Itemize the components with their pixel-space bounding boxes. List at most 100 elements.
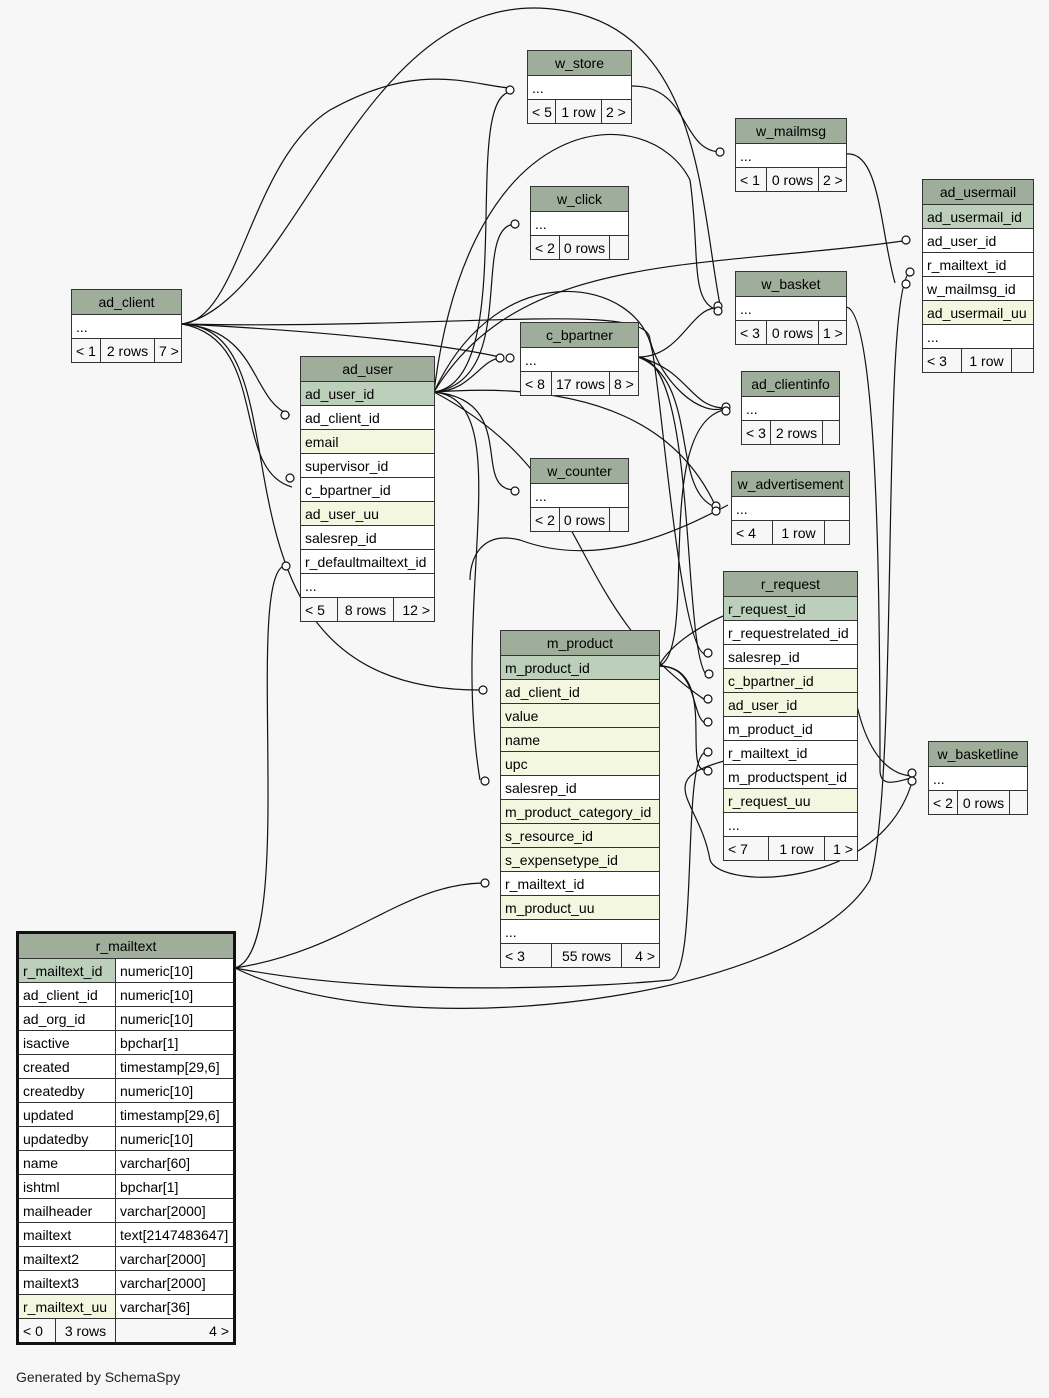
row-count: 2 rows	[100, 339, 154, 362]
table-w-click[interactable]: w_click ... < 2 0 rows	[530, 186, 629, 260]
table-header[interactable]: r_request	[724, 572, 857, 596]
children-link[interactable]: 8 >	[609, 372, 638, 395]
table-w-advertisement[interactable]: w_advertisement ... < 4 1 row	[731, 471, 850, 545]
table-footer: < 3 55 rows 4 >	[501, 943, 659, 967]
column-type: numeric[10]	[115, 959, 233, 982]
children-link[interactable]: 7 >	[154, 339, 181, 362]
column-name: ishtml	[19, 1175, 115, 1198]
table-footer: < 2 0 rows	[531, 235, 628, 259]
table-w-basketline[interactable]: w_basketline ... < 2 0 rows	[928, 741, 1028, 815]
table-w-store[interactable]: w_store ... < 5 1 row 2 >	[527, 50, 632, 124]
row-count: 1 row	[555, 100, 601, 123]
parents-link[interactable]: < 3	[742, 421, 770, 444]
children-link[interactable]	[1009, 791, 1027, 814]
table-c-bpartner[interactable]: c_bpartner ... < 8 17 rows 8 >	[520, 322, 639, 396]
table-w-basket[interactable]: w_basket ... < 3 0 rows 1 >	[735, 271, 847, 345]
column-row: ...	[76, 318, 88, 335]
parents-link[interactable]: < 1	[72, 339, 100, 362]
parents-link[interactable]: < 8	[521, 372, 551, 395]
children-link[interactable]	[1011, 349, 1033, 372]
table-r-request[interactable]: r_request r_request_id r_requestrelated_…	[723, 571, 858, 861]
table-footer: < 2 0 rows	[929, 790, 1027, 814]
table-w-mailmsg[interactable]: w_mailmsg ... < 1 0 rows 2 >	[735, 118, 847, 192]
column-row: supervisor_id	[305, 457, 389, 474]
row-count: 0 rows	[766, 321, 818, 344]
parents-link[interactable]: < 2	[531, 236, 559, 259]
children-link[interactable]: 2 >	[601, 100, 631, 123]
table-footer: < 2 0 rows	[531, 507, 628, 531]
table-header[interactable]: ad_user	[301, 357, 434, 381]
table-m-product[interactable]: m_product m_product_id ad_client_id valu…	[500, 630, 660, 968]
table-header[interactable]: w_advertisement	[732, 472, 849, 496]
table-name: m_product	[546, 635, 614, 651]
table-ad-usermail[interactable]: ad_usermail ad_usermail_id ad_user_id r_…	[922, 179, 1034, 373]
column-name: isactive	[19, 1031, 115, 1054]
children-link[interactable]: 1 >	[824, 837, 857, 860]
table-footer: < 1 2 rows 7 >	[72, 338, 181, 362]
parents-link[interactable]: < 5	[301, 598, 337, 621]
table-name: w_counter	[547, 463, 612, 479]
children-link[interactable]	[822, 421, 839, 444]
table-header[interactable]: m_product	[501, 631, 659, 655]
column-type: bpchar[1]	[115, 1175, 233, 1198]
table-header[interactable]: ad_usermail	[923, 180, 1033, 204]
column-name: r_mailtext_uu	[19, 1295, 115, 1318]
column-type: numeric[10]	[115, 983, 233, 1006]
children-link[interactable]	[609, 508, 628, 531]
column-row: m_productspent_id	[728, 768, 848, 785]
table-ad-user[interactable]: ad_user ad_user_id ad_client_id email su…	[300, 356, 435, 622]
column-row: upc	[505, 755, 528, 772]
column-row: ...	[927, 328, 939, 345]
parents-link[interactable]: < 0	[19, 1319, 55, 1342]
table-header[interactable]: w_click	[531, 187, 628, 211]
children-link[interactable]: 2 >	[818, 168, 846, 191]
parents-link[interactable]: < 2	[531, 508, 559, 531]
table-header[interactable]: w_basket	[736, 272, 846, 296]
parents-link[interactable]: < 3	[923, 349, 961, 372]
table-header[interactable]: ad_client	[72, 290, 181, 314]
table-header[interactable]: w_store	[528, 51, 631, 75]
parents-link[interactable]: < 5	[528, 100, 555, 123]
column-row: ...	[933, 770, 945, 787]
table-header[interactable]: ad_clientinfo	[742, 372, 839, 396]
parents-link[interactable]: < 2	[929, 791, 957, 814]
table-w-counter[interactable]: w_counter ... < 2 0 rows	[530, 458, 629, 532]
parents-link[interactable]: < 4	[732, 521, 772, 544]
table-footer: < 1 0 rows 2 >	[736, 167, 846, 191]
column-name: mailtext3	[19, 1271, 115, 1294]
column-name: updatedby	[19, 1127, 115, 1150]
table-header[interactable]: w_counter	[531, 459, 628, 483]
column-row: m_product_uu	[505, 899, 595, 916]
column-type: timestamp[29,6]	[115, 1103, 233, 1126]
column-name: r_mailtext_id	[19, 959, 115, 982]
table-header[interactable]: w_mailmsg	[736, 119, 846, 143]
parents-link[interactable]: < 7	[724, 837, 768, 860]
children-link[interactable]: 4 >	[115, 1319, 233, 1342]
table-header[interactable]: r_mailtext	[19, 934, 233, 958]
column-type: text[2147483647]	[115, 1223, 233, 1246]
children-link[interactable]: 4 >	[621, 944, 659, 967]
parents-link[interactable]: < 1	[736, 168, 766, 191]
table-name: c_bpartner	[546, 327, 613, 343]
children-link[interactable]: 12 >	[393, 598, 434, 621]
column-row: ad_client_id	[505, 683, 580, 700]
table-header[interactable]: w_basketline	[929, 742, 1027, 766]
column-row: m_product_id	[728, 720, 813, 737]
parents-link[interactable]: < 3	[501, 944, 551, 967]
table-ad-clientinfo[interactable]: ad_clientinfo ... < 3 2 rows	[741, 371, 840, 445]
column-row: ad_user_uu	[305, 505, 379, 522]
table-ad-client[interactable]: ad_client ... < 1 2 rows 7 >	[71, 289, 182, 363]
parents-link[interactable]: < 3	[736, 321, 766, 344]
table-name: ad_usermail	[939, 184, 1017, 200]
children-link[interactable]	[609, 236, 628, 259]
column-type: numeric[10]	[115, 1079, 233, 1102]
column-row: r_mailtext_id	[728, 744, 808, 761]
column-row: ...	[728, 816, 740, 833]
column-row: ad_user_id	[728, 696, 798, 713]
children-link[interactable]	[824, 521, 849, 544]
children-link[interactable]: 1 >	[818, 321, 846, 344]
table-name: ad_client	[98, 294, 155, 310]
column-row: w_mailmsg_id	[927, 280, 1016, 297]
table-header[interactable]: c_bpartner	[521, 323, 638, 347]
